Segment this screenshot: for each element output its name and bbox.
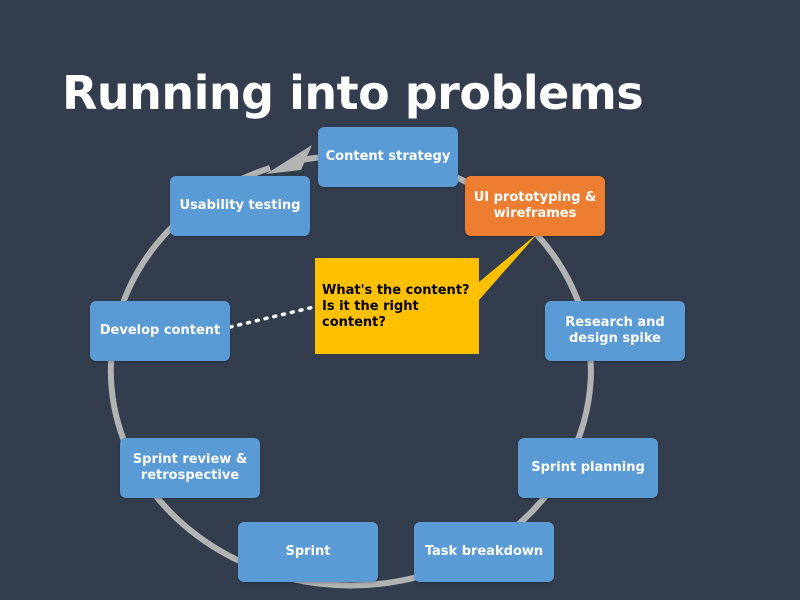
callout-bubble (315, 233, 538, 354)
step-usability-testing[interactable]: Usability testing (170, 176, 310, 236)
step-label: Sprint planning (531, 460, 645, 475)
slide-title: Running into problems (62, 66, 644, 120)
step-sprint-review-retrospective[interactable]: Sprint review & retrospective (120, 438, 260, 498)
step-sprint-planning[interactable]: Sprint planning (518, 438, 658, 498)
callout-connector (228, 305, 316, 329)
step-label: Content strategy (325, 149, 451, 164)
step-research-design-spike[interactable]: Research and design spike (545, 301, 685, 361)
step-label: Usability testing (179, 198, 301, 213)
step-label: Research and design spike (565, 315, 665, 346)
step-ui-prototyping-wireframes[interactable]: UI prototyping & wireframes (465, 176, 605, 236)
step-content-strategy[interactable]: Content strategy (318, 127, 458, 187)
step-develop-content[interactable]: Develop content (90, 301, 230, 361)
step-label: Task breakdown (424, 544, 544, 559)
step-label: Sprint review & retrospective (132, 452, 248, 483)
step-label: Sprint (285, 544, 331, 559)
step-sprint[interactable]: Sprint (238, 522, 378, 582)
step-task-breakdown[interactable]: Task breakdown (414, 522, 554, 582)
cycle-arrowhead-icon (266, 145, 312, 174)
step-label: UI prototyping & wireframes (473, 190, 597, 221)
callout-text: What's the content? Is it the right cont… (322, 283, 470, 330)
step-label: Develop content (99, 323, 221, 338)
